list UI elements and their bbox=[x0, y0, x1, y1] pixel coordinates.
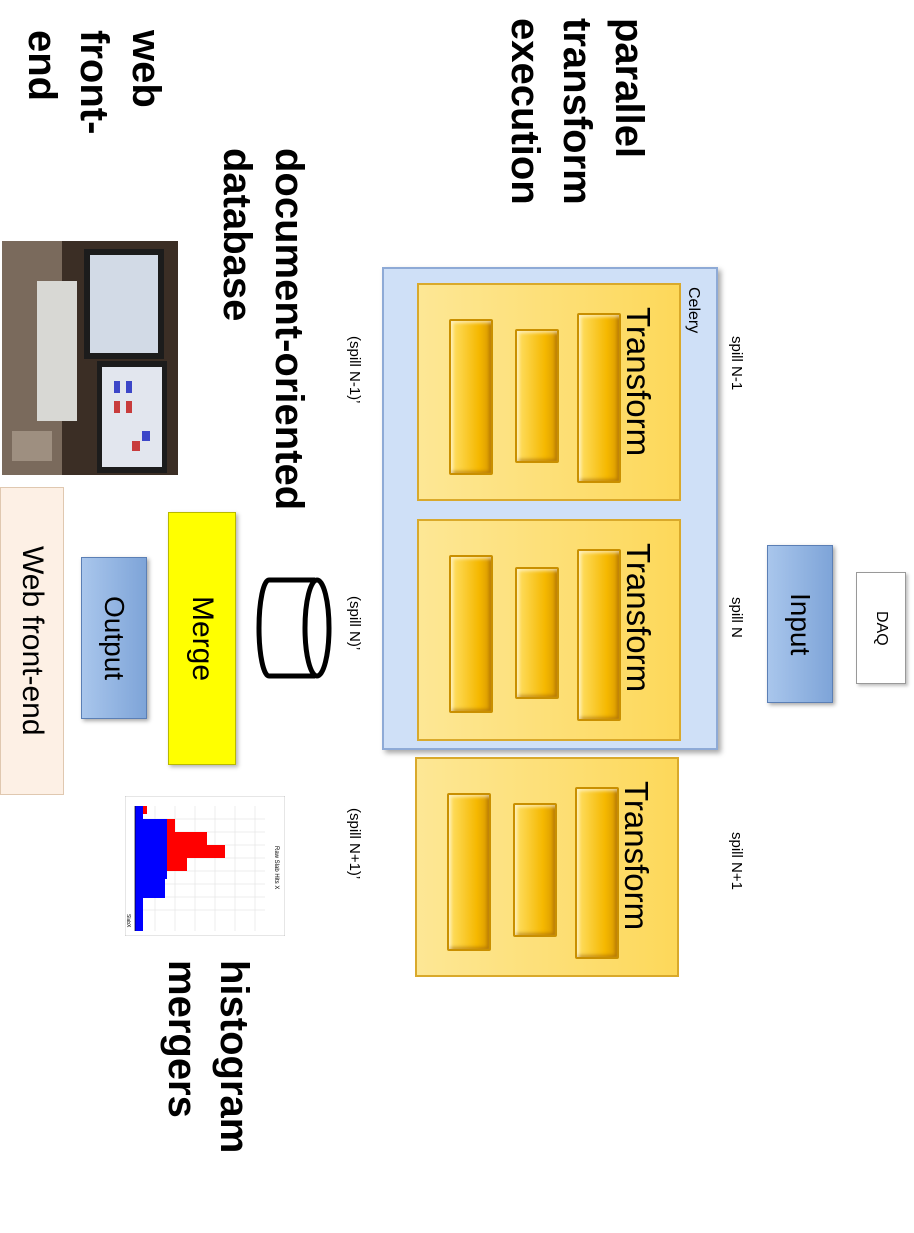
transform-box-2: Transform bbox=[417, 519, 681, 741]
transform-bar-3b bbox=[513, 803, 557, 937]
spill-n-minus-1-label: spill N-1 bbox=[728, 336, 745, 391]
merge-box: Merge bbox=[168, 512, 236, 765]
transform-box-3: Transform bbox=[415, 757, 679, 977]
histogram-xlabel: SlabX bbox=[125, 914, 131, 928]
celery-label: Celery bbox=[685, 287, 702, 334]
transform-bar-3a bbox=[575, 787, 619, 959]
transform-bar-2b bbox=[515, 567, 559, 699]
transform-bar-2a bbox=[577, 549, 621, 721]
web-front-end-heading: web front- end bbox=[22, 30, 172, 140]
monitors-photo bbox=[2, 241, 178, 475]
parallel-transform-heading: parallel transform execution bbox=[505, 18, 655, 238]
daq-label: DAQ bbox=[873, 610, 890, 646]
web-front-end-text: web front- end bbox=[22, 30, 168, 135]
transform-bar-3c bbox=[447, 793, 491, 951]
transform-label-1: Transform bbox=[620, 307, 657, 457]
transform-bar-1b bbox=[515, 329, 559, 463]
histogram-thumbnail: Raw Slab Hits X SlabX bbox=[125, 796, 285, 936]
histogram-mergers-heading: histogram mergers bbox=[150, 960, 260, 1220]
spill-n-out-label: (spill N)’ bbox=[346, 596, 363, 651]
histogram-mergers-text: histogram mergers bbox=[160, 960, 256, 1154]
document-database-heading: document-oriented database bbox=[205, 148, 315, 568]
web-front-end-label: Web front-end bbox=[16, 546, 49, 736]
database-cylinder-icon bbox=[256, 577, 332, 679]
transform-bar-2c bbox=[449, 555, 493, 713]
input-box: Input bbox=[767, 545, 833, 703]
celery-panel: Celery Transform Transform bbox=[382, 267, 718, 750]
output-box: Output bbox=[81, 557, 147, 719]
spill-n-minus-1-out-label: (spill N-1)’ bbox=[346, 336, 363, 404]
merge-label: Merge bbox=[186, 595, 219, 682]
spill-n-label: spill N bbox=[728, 597, 745, 638]
transform-label-2: Transform bbox=[620, 543, 657, 693]
spill-n-plus-1-label: spill N+1 bbox=[728, 832, 745, 890]
histogram-title: Raw Slab Hits X bbox=[273, 846, 279, 889]
transform-label-3: Transform bbox=[618, 781, 655, 931]
transform-bar-1a bbox=[577, 313, 621, 483]
transform-bar-1c bbox=[449, 319, 493, 475]
document-database-text: document-oriented database bbox=[215, 148, 311, 511]
web-front-end-box: Web front-end bbox=[0, 487, 64, 795]
transform-box-1: Transform bbox=[417, 283, 681, 501]
parallel-transform-text: parallel transform execution bbox=[505, 18, 651, 205]
input-label: Input bbox=[785, 592, 816, 656]
spill-n-plus-1-out-label: (spill N+1)’ bbox=[346, 808, 363, 880]
output-label: Output bbox=[99, 595, 130, 681]
daq-box: DAQ bbox=[856, 572, 906, 684]
